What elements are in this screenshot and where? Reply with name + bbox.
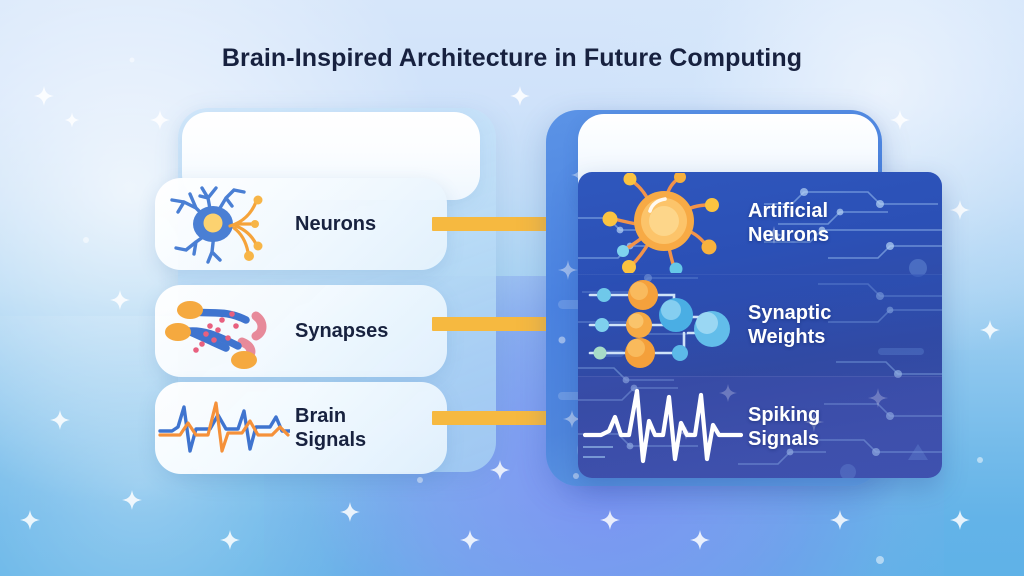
left-card-label: Neurons — [295, 212, 377, 235]
right-dark-panel: Artificial Neurons — [578, 172, 942, 478]
right-card-label: Synaptic Weights — [748, 301, 832, 348]
left-card-label: Synapses — [295, 319, 389, 342]
arrow-shaft — [432, 411, 558, 425]
left-card-neurons[interactable]: Neurons — [155, 178, 447, 270]
neuron-icon — [155, 178, 293, 270]
arrow-shaft — [432, 217, 558, 231]
left-card-label: Brain Signals — [295, 404, 367, 451]
synapse-icon — [155, 285, 293, 377]
right-card-artificial-neurons[interactable]: Artificial Neurons — [578, 172, 942, 274]
brain-wave-icon — [155, 382, 293, 474]
left-card-brain-signals[interactable]: Brain Signals — [155, 382, 447, 474]
left-card-synapses[interactable]: Synapses — [155, 285, 447, 377]
right-card-synaptic-weights[interactable]: Synaptic Weights — [578, 274, 942, 376]
right-card-spiking-signals[interactable]: Spiking Signals — [578, 376, 942, 478]
panel-row-divider — [578, 376, 942, 377]
arrow-shaft — [432, 317, 558, 331]
artificial-neuron-icon — [578, 172, 748, 274]
page-title: Brain-Inspired Architecture in Future Co… — [221, 44, 803, 72]
spike-train-icon — [578, 376, 748, 478]
right-card-label: Artificial Neurons — [748, 199, 830, 246]
weighted-network-icon — [578, 274, 748, 376]
right-card-label: Spiking Signals — [748, 403, 821, 450]
